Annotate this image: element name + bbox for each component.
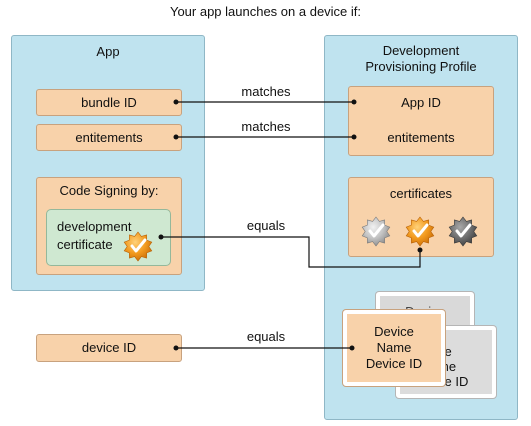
connector-entitlements-matches	[173, 134, 357, 140]
device-front-line3: Device ID	[365, 356, 423, 371]
orange-check-badge-icon	[405, 216, 435, 247]
device-front-line1: Device	[374, 324, 414, 339]
device-front-line2: Name	[376, 340, 412, 355]
device-id-label: device ID	[81, 340, 137, 355]
connector-bundle-matches	[173, 99, 357, 105]
provisioning-profile-title-line1: Development	[382, 43, 460, 58]
code-signing-title: Code Signing by:	[59, 183, 159, 198]
app-entitlements-label: entitements	[75, 129, 143, 145]
device-back-line4: ce ID	[438, 374, 469, 389]
app-id-label: App ID	[401, 95, 441, 110]
provisioning-profile-title-line2: Provisioning Profile	[365, 59, 477, 74]
device-card-front: Device Name Device ID	[343, 310, 445, 386]
app-id-entitlements-box: App ID entitements	[348, 86, 494, 156]
certificates-label: certificates	[389, 186, 453, 201]
dark-check-badge-icon	[448, 216, 478, 247]
silver-check-badge-icon	[361, 216, 391, 247]
check-badge-icon	[123, 231, 153, 262]
app-panel-title: App	[96, 44, 120, 59]
profile-entitlements-label: entitements	[387, 130, 455, 145]
app-entitlements-box: entitements	[36, 124, 182, 151]
connector-certificate-equals	[158, 234, 423, 268]
development-certificate-line1: development	[57, 219, 132, 234]
bundle-id-label: bundle ID	[81, 94, 137, 110]
diagram-title: Your app launches on a device if:	[169, 4, 362, 19]
development-certificate-line2: certificate	[57, 237, 113, 252]
label-device-equals: equals	[246, 329, 286, 344]
development-certificate-box: development certificate	[46, 209, 171, 266]
label-entitlements-matches: matches	[241, 119, 291, 134]
label-certificate-equals: equals	[246, 218, 286, 233]
label-bundle-matches: matches	[241, 84, 291, 99]
device-id-box: device ID	[36, 334, 182, 362]
connector-device-equals	[173, 345, 355, 351]
